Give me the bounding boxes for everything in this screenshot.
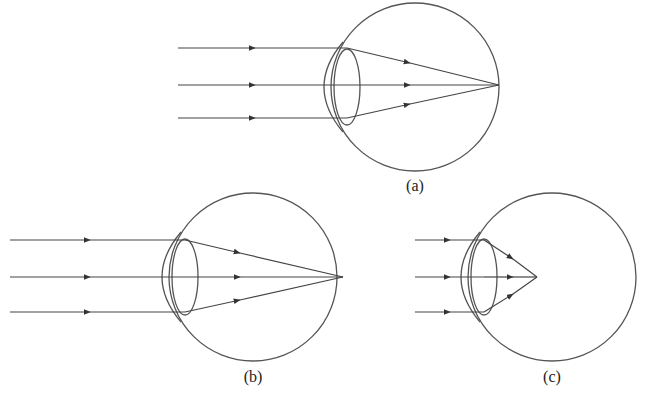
eye-normal [178, 3, 499, 171]
light-ray [450, 239, 484, 240]
refracted-ray [484, 294, 513, 312]
refracted-ray [410, 63, 499, 85]
refracted-ray [240, 253, 343, 277]
light-ray [10, 239, 90, 240]
eye-myopia [415, 193, 636, 361]
panel-label: (b) [244, 368, 263, 386]
refracted-ray [347, 84, 410, 85]
refracted-ray [513, 277, 537, 294]
refracted-ray [347, 104, 410, 118]
light-ray [415, 239, 450, 240]
light-ray [10, 276, 90, 277]
light-ray [255, 117, 347, 118]
refracted-ray [347, 48, 410, 63]
refracted-ray [513, 259, 537, 277]
light-ray [90, 239, 185, 240]
refracted-ray [240, 276, 343, 277]
light-ray [450, 276, 484, 277]
refracted-ray [240, 277, 343, 300]
light-ray [255, 84, 347, 85]
refracted-ray [484, 240, 513, 259]
refracted-ray [185, 276, 240, 277]
refracted-ray [410, 84, 499, 85]
light-ray [178, 84, 255, 85]
light-ray [178, 117, 255, 118]
light-ray [415, 311, 450, 312]
eye-hyperopia [10, 193, 343, 361]
light-ray [90, 311, 185, 312]
panel-label: (a) [406, 177, 424, 195]
refracted-ray [513, 276, 537, 277]
eyeball [331, 3, 499, 171]
panel-label: (c) [543, 368, 561, 386]
refracted-ray [484, 276, 513, 277]
light-ray [90, 276, 185, 277]
refracted-ray [185, 300, 240, 312]
light-ray [178, 47, 255, 48]
eyeball [468, 193, 636, 361]
lens [334, 49, 360, 125]
light-ray [255, 47, 347, 48]
refracted-ray [185, 240, 240, 253]
light-ray [450, 311, 484, 312]
light-ray [10, 311, 90, 312]
refracted-ray [410, 85, 499, 104]
light-ray [415, 276, 450, 277]
